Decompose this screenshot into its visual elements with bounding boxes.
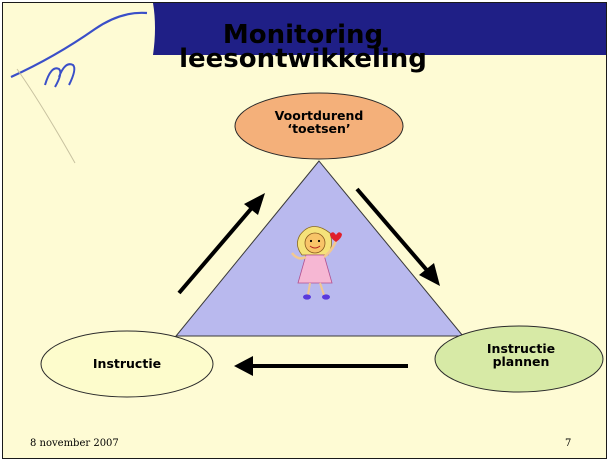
diagonal-line-decoration xyxy=(16,68,76,164)
node-right-label-line-2: plannen xyxy=(492,354,550,369)
node-left-ellipse xyxy=(40,330,214,398)
footer-page-number: 7 xyxy=(565,438,572,449)
slide-graphics xyxy=(10,3,606,398)
node-top-label: Voortdurend ‘toetsen’ xyxy=(249,109,389,135)
title-line-2: leesontwikkeling xyxy=(179,44,427,74)
child-clipart xyxy=(291,226,342,300)
node-top-ellipse xyxy=(234,92,404,160)
node-right-label: Instructie plannen xyxy=(451,342,591,368)
node-left-label-line-1: Instructie xyxy=(92,356,162,371)
slide-title: Monitoring leesontwikkeling xyxy=(153,20,453,74)
node-top-label-line-1: Voortdurend xyxy=(274,108,364,123)
swoosh-decoration xyxy=(10,11,148,79)
node-top-label-line-2: ‘toetsen’ xyxy=(287,121,351,136)
header-band xyxy=(153,3,606,55)
title-line-1: Monitoring xyxy=(222,20,384,50)
node-left-label: Instructie xyxy=(57,357,197,370)
node-right-label-line-1: Instructie xyxy=(486,341,556,356)
arrow-down-right xyxy=(355,187,440,286)
arrow-left xyxy=(234,356,408,376)
footer-date: 8 november 2007 xyxy=(30,438,119,449)
arrow-up-right xyxy=(177,193,265,295)
node-right-ellipse xyxy=(434,325,604,393)
